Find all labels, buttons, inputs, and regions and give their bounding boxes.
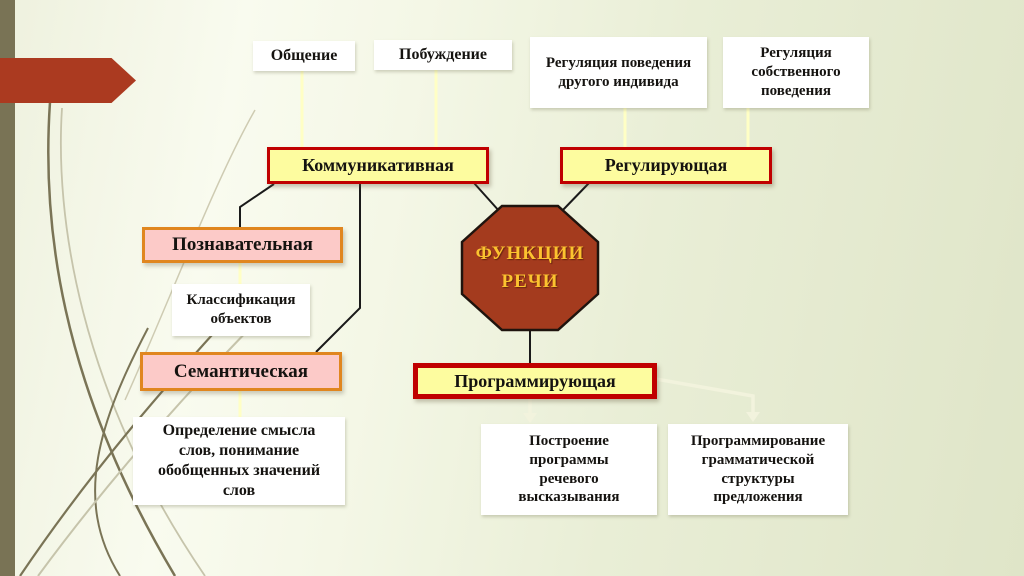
node-semantic-function: Семантическая	[140, 352, 342, 391]
node-programming-function: Программирующая	[413, 363, 657, 399]
node-utterance-program: Построение программы речевого высказыван…	[481, 424, 657, 515]
node-regulation-own: Регуляция собственного поведения	[723, 37, 869, 108]
red-arrow-marker	[0, 58, 136, 103]
node-motivation: Побуждение	[374, 40, 512, 70]
central-octagon	[460, 204, 600, 332]
arrowhead-down-icon	[746, 412, 760, 422]
node-grammar-structure: Программирование грамматической структур…	[668, 424, 848, 515]
octagon-title: ФУНКЦИИ РЕЧИ	[475, 243, 585, 292]
node-regulating-function: Регулирующая	[560, 147, 772, 184]
grass-stroke	[94, 327, 149, 576]
node-communicative-function: Коммуникативная	[267, 147, 489, 184]
connector-communicative-octagon	[473, 182, 501, 213]
node-regulation-other: Регуляция поведения другого индивида	[530, 37, 707, 108]
connector-regulating-octagon	[560, 182, 590, 213]
grass-stroke	[47, 101, 177, 576]
node-cognitive-function: Познавательная	[142, 227, 343, 263]
arrow-grammar	[649, 376, 755, 413]
connector-semantic	[315, 184, 361, 353]
node-communication: Общение	[253, 41, 355, 71]
arrowhead-down-icon	[523, 413, 537, 423]
left-accent-bar	[0, 0, 15, 576]
connector-cognitive	[239, 183, 275, 228]
node-classification: Классификация объектов	[172, 284, 310, 336]
node-word-meaning: Определение смысла слов, понимание обобщ…	[133, 417, 345, 505]
